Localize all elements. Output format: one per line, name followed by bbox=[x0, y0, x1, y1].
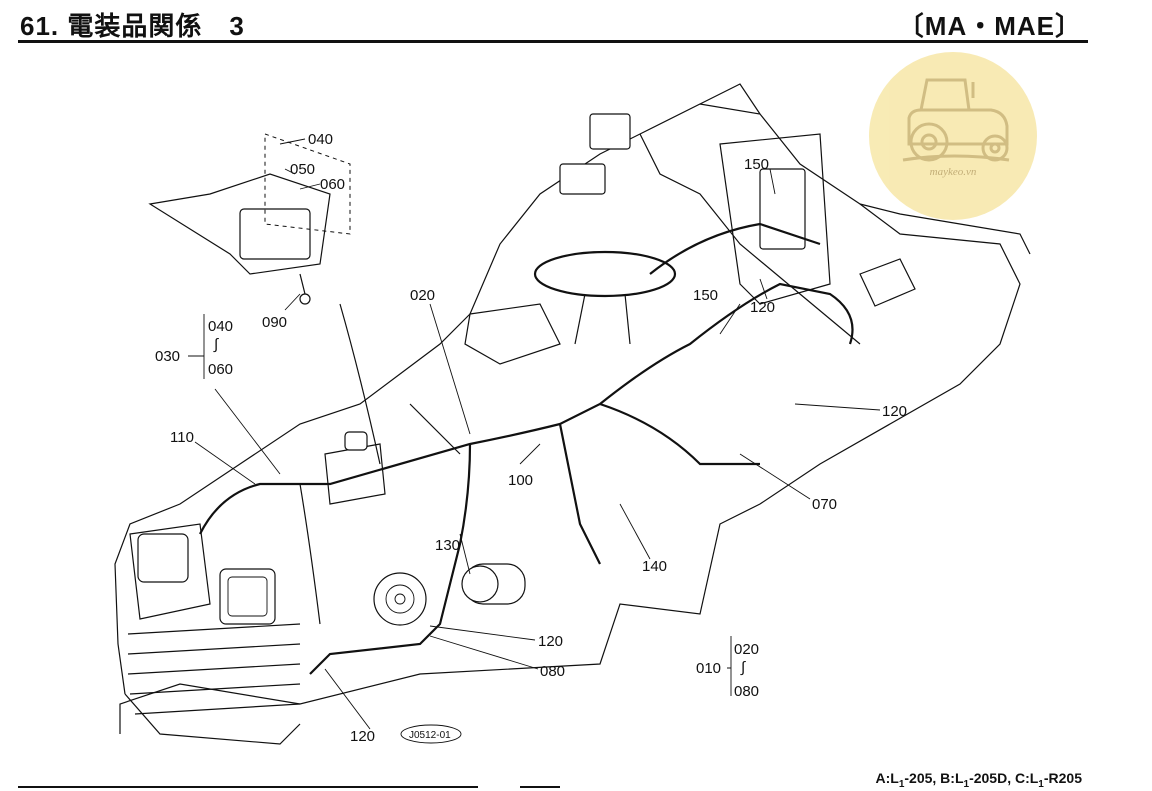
callout-120-rear: 120 bbox=[882, 403, 907, 420]
callout-080: 080 bbox=[540, 663, 565, 680]
battery bbox=[324, 431, 386, 505]
footer-rule-short bbox=[520, 786, 560, 788]
callout-120-starter: 120 bbox=[538, 633, 563, 650]
callout-120-seat: 120 bbox=[750, 299, 775, 316]
callout-040: 040 bbox=[308, 131, 333, 148]
callout-030-range-start: 040 bbox=[208, 318, 233, 335]
callout-010-range-end: 080 bbox=[734, 683, 759, 700]
callout-090: 090 bbox=[262, 314, 287, 331]
model-note: A:L1-205, B:L1-205D, C:L1-R205 bbox=[875, 770, 1082, 790]
footer-rule bbox=[18, 786, 478, 788]
headlamp-left bbox=[219, 568, 276, 625]
callout-140: 140 bbox=[642, 558, 667, 575]
starter-motor bbox=[461, 563, 526, 605]
seat bbox=[719, 133, 831, 305]
wiring-harness bbox=[199, 222, 854, 675]
page-header: 61. 電装品関係 3 〔MA・MAE〕 bbox=[0, 0, 1152, 44]
callout-labels: 040 050 060 090 030 040 ∫ 060 110 020 10… bbox=[155, 131, 907, 745]
watermark-logo: maykeo.vn bbox=[869, 52, 1037, 220]
callout-110: 110 bbox=[170, 429, 194, 446]
alternator bbox=[373, 572, 427, 626]
note-b-sub: 1 bbox=[963, 778, 970, 790]
callout-010: 010 bbox=[696, 660, 721, 677]
wiring-diagram: 040 050 060 090 030 040 ∫ 060 110 020 10… bbox=[114, 83, 1031, 745]
callout-020: 020 bbox=[410, 287, 435, 304]
note-a-sub: 1 bbox=[898, 778, 905, 790]
rear-lamp bbox=[859, 258, 916, 307]
callout-030: 030 bbox=[155, 348, 180, 365]
callout-060: 060 bbox=[320, 176, 345, 193]
callout-150-upper: 150 bbox=[744, 156, 769, 173]
note-c-sub: 1 bbox=[1038, 778, 1044, 790]
page-title: 61. 電装品関係 3 bbox=[20, 11, 245, 41]
callout-150-lower: 150 bbox=[693, 287, 718, 304]
callout-010-range-tilde: ∫ bbox=[740, 659, 747, 676]
callout-030-range-end: 060 bbox=[208, 361, 233, 378]
callout-030-range-tilde: ∫ bbox=[213, 336, 220, 353]
relay-box bbox=[148, 133, 351, 305]
watermark-text: maykeo.vn bbox=[929, 166, 977, 178]
callout-050: 050 bbox=[290, 161, 315, 178]
callout-100: 100 bbox=[508, 472, 533, 489]
headlamp-right bbox=[137, 533, 189, 583]
callout-120-front: 120 bbox=[350, 728, 375, 745]
note-c-rest: -R205 bbox=[1043, 770, 1082, 786]
tractor-icon bbox=[902, 78, 1010, 162]
model-designation: 〔MA・MAE〕 bbox=[897, 11, 1082, 41]
callout-010-range-start: 020 bbox=[734, 641, 759, 658]
callout-130: 130 bbox=[435, 537, 460, 554]
note-a-prefix: A:L bbox=[875, 770, 899, 786]
header-rule bbox=[18, 40, 1088, 43]
note-b-rest: -205D, C:L bbox=[969, 770, 1039, 786]
dashboard bbox=[464, 113, 631, 365]
callout-070: 070 bbox=[812, 496, 837, 513]
figure-code: J0512-01 bbox=[400, 724, 462, 744]
note-a-rest: -205, B:L bbox=[904, 770, 964, 786]
front-grille bbox=[127, 523, 301, 715]
steering-wheel bbox=[533, 250, 677, 345]
figure-code-text: J0512-01 bbox=[409, 730, 451, 741]
leader-lines bbox=[194, 138, 881, 730]
